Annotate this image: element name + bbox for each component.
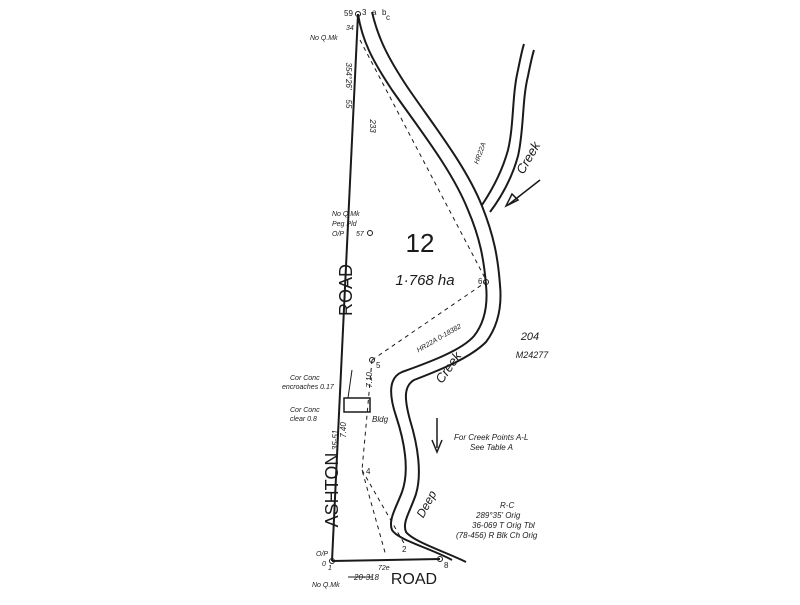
creek-point-8: 8	[444, 561, 449, 570]
building-label: Bldg	[372, 415, 389, 424]
top-mark-2: No Q.Mk	[310, 35, 338, 42]
adjoining-lot-plan: M24277	[516, 350, 550, 360]
encroach-line-2: encroaches 0.17	[282, 384, 335, 391]
flow-arrow-icon-tributary	[504, 179, 541, 208]
lot-area: 1·768 ha	[395, 272, 454, 289]
corner-label-top-3: 3	[362, 8, 367, 17]
corner-label-top-right: c	[386, 13, 390, 22]
creek-point-2: 2	[402, 545, 407, 554]
bottom-p1: 1	[328, 565, 332, 572]
traverse-line-lower	[361, 359, 387, 557]
corner-mark-bottom-right	[437, 556, 443, 562]
creek-point-4: 4	[366, 467, 371, 476]
tributary-bank-2	[489, 49, 535, 213]
traverse-line-creek	[361, 469, 406, 546]
vertical-dim-1: 7.10	[365, 372, 374, 388]
bottom-table-line-1: R-C	[500, 501, 514, 510]
corner-mark-6	[483, 279, 489, 285]
bottom-table-line-4: (78-456) R Blk Ch Orig	[456, 531, 538, 540]
overlap-line-2: clear 0.8	[290, 416, 317, 423]
corner-label-top-b: b	[382, 8, 387, 17]
corner-label-top-left: 59	[344, 9, 353, 18]
vertical-dim-2: 7.40	[339, 422, 348, 438]
adjoining-lot-number: 204	[520, 331, 539, 343]
bottom-op: O/P	[316, 551, 328, 558]
upper-distance-2: 233	[368, 118, 377, 133]
bottom-72e: 72e	[378, 565, 390, 572]
mid-peg-number: 57	[356, 231, 365, 238]
bottom-table-line-2: 289°35' Orig	[475, 511, 521, 520]
note-line-1: For Creek Points A-L	[454, 433, 528, 442]
note-line-2: See Table A	[470, 443, 513, 452]
creek-bank-west	[357, 13, 488, 561]
building-outline	[343, 397, 371, 413]
mid-peg-line-1: No Q.Mk	[332, 211, 360, 218]
corner-label-top-a: a	[372, 8, 377, 17]
creek-point-6: 6	[478, 277, 483, 286]
creek-bank-east	[371, 11, 502, 563]
creek-label-deep-2: Creek	[432, 348, 465, 386]
road-name-bottom: ROAD	[391, 571, 437, 588]
lot-number: 12	[406, 228, 435, 258]
vertical-bearing: 35-51	[331, 430, 340, 450]
tributary-bank-1	[481, 43, 525, 206]
mid-peg-line-2: Peg Pld	[332, 221, 358, 228]
bottom-distance: 20·318	[353, 573, 379, 582]
bottom-no-qmk: No Q.Mk	[312, 582, 340, 589]
corner-mark-bottom-left	[329, 558, 335, 564]
road-name-1: ASHTON	[322, 453, 342, 528]
creek-hr-upper: HR22A	[473, 141, 487, 165]
mid-peg-line-3: O/P	[332, 231, 344, 238]
bottom-frontage-line	[331, 558, 441, 562]
upper-distance-1: 55	[344, 100, 353, 109]
creek-point-5: 5	[376, 361, 381, 370]
top-mark-1: 34	[346, 25, 354, 32]
corner-mark-5	[369, 357, 375, 363]
encroach-line-1: Cor Conc	[290, 375, 320, 382]
corner-mark-mid	[367, 230, 373, 236]
road-name-2: ROAD	[336, 264, 356, 316]
flow-arrow-icon-creek	[431, 418, 443, 454]
road-frontage-line	[331, 13, 359, 562]
traverse-line-mid	[371, 281, 487, 361]
encroach-leader	[347, 369, 353, 399]
bottom-zero: 0	[322, 561, 326, 568]
bottom-table-line-3: 36-069 T Orig Tbl	[472, 521, 535, 530]
upper-bearing: 354°26'	[344, 63, 353, 90]
overlap-line-1: Cor Conc	[290, 407, 320, 414]
corner-mark-top	[355, 11, 361, 17]
creek-label-deep-1: Deep	[414, 488, 440, 520]
traverse-line-upper	[359, 39, 487, 281]
